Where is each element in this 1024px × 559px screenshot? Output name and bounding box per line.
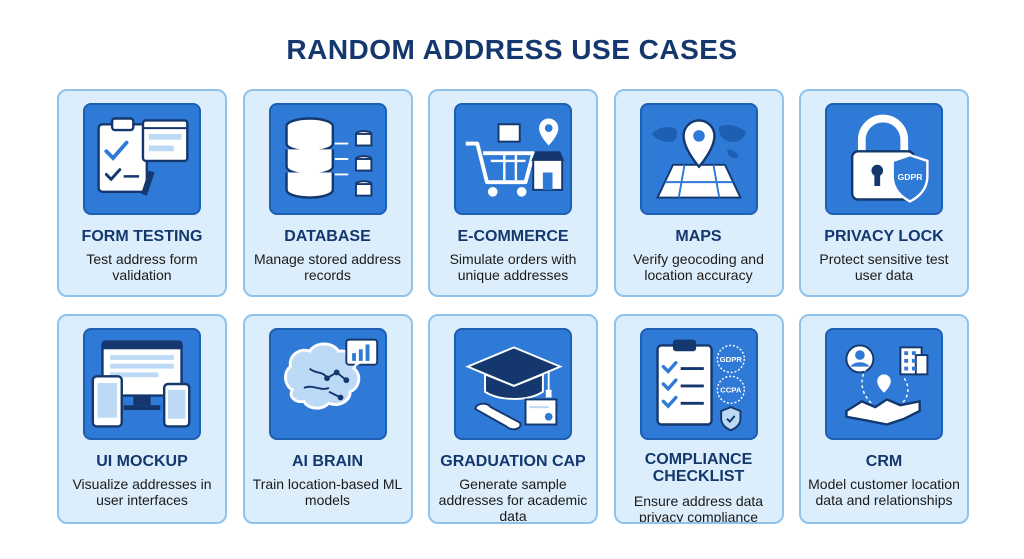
card-description: Generate sample addresses for academic d…	[438, 476, 588, 524]
ccpa-badge-text: CCPA	[720, 386, 742, 395]
card-maps: MAPS Verify geocoding and location accur…	[613, 89, 784, 297]
handshake-icon	[825, 328, 943, 440]
card-compliance-checklist: GDPR CCPA COMPLIANCE CHECKLIST Ensure ad…	[613, 314, 784, 524]
card-privacy-lock: GDPR PRIVACY LOCK Protect sensitive test…	[799, 89, 969, 297]
map-pin-icon	[639, 103, 758, 215]
database-icon	[268, 103, 387, 215]
card-description: Ensure address data privacy compliance	[633, 493, 764, 524]
card-description: Visualize addresses in user interfaces	[72, 476, 212, 508]
card-title: FORM TESTING	[81, 228, 203, 245]
devices-icon	[83, 328, 201, 440]
card-e-commerce: E-COMMERCE Simulate orders with unique a…	[428, 89, 598, 297]
padlock-icon: GDPR	[825, 103, 943, 215]
card-title: DATABASE	[284, 228, 371, 245]
card-form-testing: FORM TESTING Test address form validatio…	[57, 89, 227, 297]
card-database: DATABASE Manage stored address records	[242, 89, 413, 297]
card-ai-brain: AI BRAIN Train location-based ML models	[242, 314, 413, 524]
checklist-icon: GDPR CCPA	[639, 328, 758, 440]
card-title: PRIVACY LOCK	[824, 228, 944, 245]
form-testing-icon	[83, 103, 201, 215]
card-description: Manage stored address records	[253, 251, 402, 283]
card-title: CRM	[865, 453, 903, 470]
card-graduation-cap: GRADUATION CAP Generate sample addresses…	[428, 314, 598, 524]
card-title: MAPS	[675, 228, 722, 245]
use-case-grid: FORM TESTING Test address form validatio…	[57, 89, 969, 524]
card-description: Model customer location data and relatio…	[808, 476, 960, 508]
card-crm: CRM Model customer location data and rel…	[799, 314, 969, 524]
card-title: E-COMMERCE	[457, 228, 569, 245]
card-description: Train location-based ML models	[252, 476, 403, 508]
card-ui-mockup: UI MOCKUP Visualize addresses in user in…	[57, 314, 227, 524]
card-description: Simulate orders with unique addresses	[449, 251, 577, 283]
graduation-cap-icon	[454, 328, 572, 440]
gdpr-badge-text: GDPR	[719, 355, 742, 364]
card-title: GRADUATION CAP	[440, 453, 586, 470]
card-description: Test address form validation	[86, 251, 198, 283]
card-title: UI MOCKUP	[96, 453, 188, 470]
card-title: COMPLIANCE CHECKLIST	[644, 451, 753, 485]
card-title: AI BRAIN	[291, 453, 364, 470]
brain-icon	[268, 328, 387, 440]
gdpr-badge-text: GDPR	[898, 172, 924, 182]
card-description: Protect sensitive test user data	[819, 251, 949, 283]
page-title: RANDOM ADDRESS USE CASES	[286, 34, 738, 65]
card-description: Verify geocoding and location accuracy	[633, 251, 764, 283]
shopping-cart-icon	[454, 103, 572, 215]
